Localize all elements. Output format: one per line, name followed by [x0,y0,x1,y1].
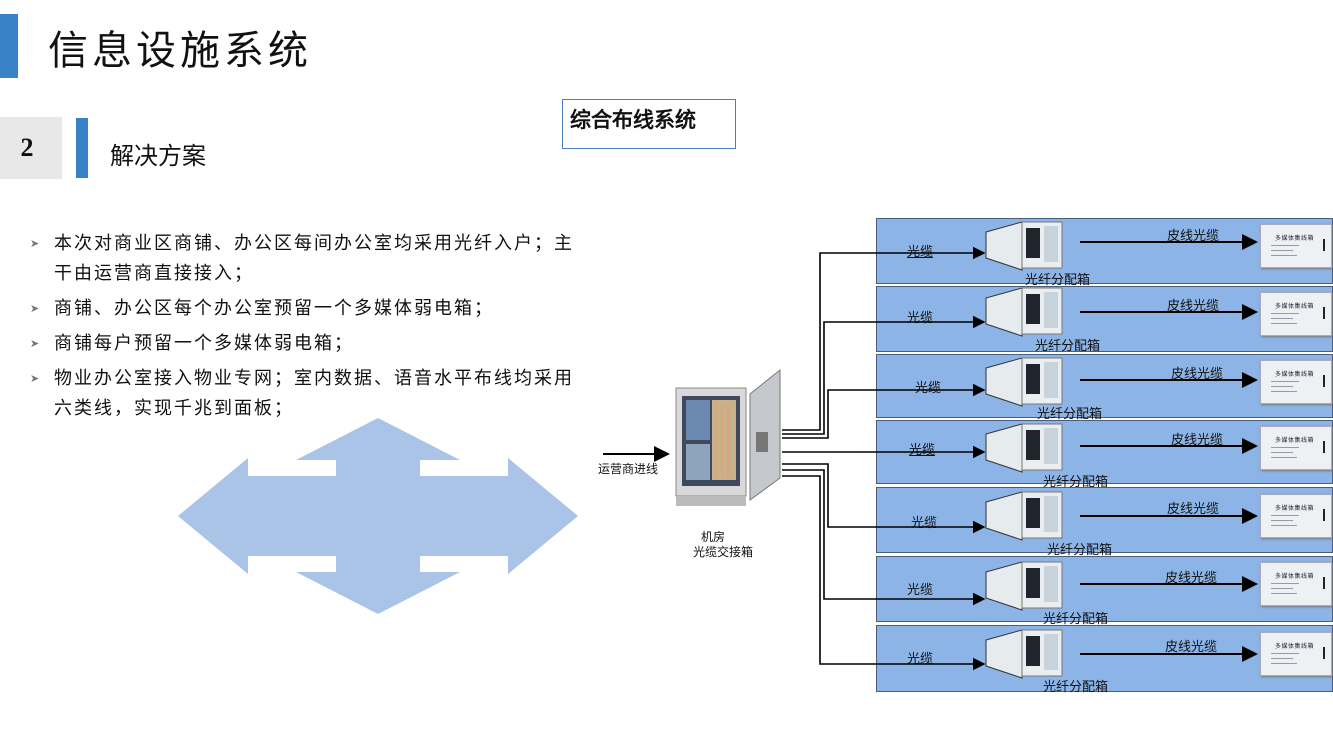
distribution-row: 光缆 皮线光缆 光纤分配箱 [876,218,1333,287]
bullet-text: 商铺、办公区每个办公室预留一个多媒体弱电箱； [54,298,494,319]
section-number-box: 2 [0,117,62,179]
four-way-arrow-icon [178,418,578,614]
section-title: 解决方案 [110,142,206,170]
bullet-marker-icon: ➤ [30,337,42,350]
panel-title: 多媒体集线箱 [1275,437,1315,444]
drop-cable-label: 皮线光缆 [1167,298,1220,313]
fiber-cable-label: 光缆 [915,380,942,395]
drop-cable-label: 皮线光缆 [1171,366,1224,381]
multimedia-box-icon: 多媒体集线箱 [1260,632,1332,676]
panel-title: 多媒体集线箱 [1275,235,1315,242]
label-box [562,99,736,149]
bullet-marker-icon: ➤ [30,372,42,385]
fiber-box-label: 光纤分配箱 [1037,406,1103,421]
panel-title: 多媒体集线箱 [1275,371,1315,378]
label-box-text: 综合布线系统 [570,108,696,132]
multimedia-box-icon: 多媒体集线箱 [1260,494,1332,538]
bullet-item: ➤ 物业办公室接入物业专网；室内数据、语音水平布线均采用六类线，实现千兆到面板； [30,364,590,424]
room-label: 机房 [700,530,725,544]
fiber-box-label: 光纤分配箱 [1043,611,1109,626]
drop-cable-label: 皮线光缆 [1167,501,1220,516]
fiber-box-label: 光纤分配箱 [1025,272,1091,287]
title-accent-bar [0,14,18,78]
fiber-cable-label: 光缆 [907,244,934,259]
multimedia-box-icon: 多媒体集线箱 [1260,292,1332,336]
drop-cable-label: 皮线光缆 [1171,432,1224,447]
panel-title: 多媒体集线箱 [1275,505,1315,512]
bullet-text: 物业办公室接入物业专网；室内数据、语音水平布线均采用六类线，实现千兆到面板； [54,368,574,419]
panel-title: 多媒体集线箱 [1275,303,1315,310]
bullet-item: ➤ 商铺、办公区每个办公室预留一个多媒体弱电箱； [30,294,590,324]
cross-connect-cabinet-icon [675,368,781,506]
drop-cable-label: 皮线光缆 [1165,570,1218,585]
bullet-list: ➤ 本次对商业区商铺、办公区每间办公室均采用光纤入户；主干由运营商直接接入； ➤ 商… [30,229,590,429]
bullet-text: 商铺每户预留一个多媒体弱电箱； [54,333,354,354]
fiber-cable-label: 光缆 [909,442,936,457]
fiber-box-label: 光纤分配箱 [1047,542,1113,557]
fiber-distribution-boxes [985,221,1063,679]
cabinet-label: 光缆交接箱 [692,545,753,559]
multimedia-box-icon: 多媒体集线箱 [1260,562,1332,606]
bullet-marker-icon: ➤ [30,302,42,315]
panel-title: 多媒体集线箱 [1275,643,1315,650]
fiber-cable-label: 光缆 [907,582,934,597]
drop-cable-label: 皮线光缆 [1165,639,1218,654]
section-accent-bar [76,118,88,178]
fiber-cable-label: 光缆 [907,651,934,666]
bullet-item: ➤ 本次对商业区商铺、办公区每间办公室均采用光纤入户；主干由运营商直接接入； [30,229,590,289]
incoming-line-label: 运营商进线 [598,462,659,476]
fiber-box-label: 光纤分配箱 [1043,474,1109,489]
bullet-text: 本次对商业区商铺、办公区每间办公室均采用光纤入户；主干由运营商直接接入； [54,233,574,284]
multimedia-box-icon: 多媒体集线箱 [1260,426,1332,470]
page-title: 信息设施系统 [48,28,312,74]
multimedia-box-icon: 多媒体集线箱 [1260,360,1332,404]
fiber-box-label: 光纤分配箱 [1043,679,1109,694]
fiber-box-label: 光纤分配箱 [1035,338,1101,353]
panel-title: 多媒体集线箱 [1275,573,1315,580]
bullet-marker-icon: ➤ [30,237,42,250]
bullet-item: ➤ 商铺每户预留一个多媒体弱电箱； [30,329,590,359]
multimedia-box-icon: 多媒体集线箱 [1260,224,1332,268]
section-number: 2 [20,133,34,162]
drop-cable-label: 皮线光缆 [1167,228,1220,243]
